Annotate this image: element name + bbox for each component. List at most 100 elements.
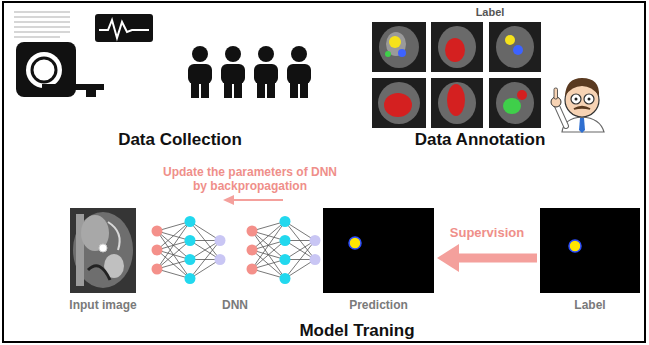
hatch-lines <box>14 12 70 37</box>
input-mri-image <box>81 215 109 251</box>
doctor-cartoon <box>579 118 585 133</box>
mri-scanner-icon <box>16 42 104 97</box>
network-neuron <box>185 216 196 227</box>
network-neuron <box>247 226 258 237</box>
label-mask <box>540 208 640 293</box>
doctor-cartoon <box>557 106 566 126</box>
neural-network-icon <box>152 216 321 284</box>
people-icon <box>290 80 298 98</box>
monitor-icon <box>99 20 149 38</box>
annotated-mri-grid <box>372 78 426 128</box>
network-neuron <box>280 273 291 284</box>
people-icon <box>258 46 274 62</box>
annotated-mri-grid <box>489 22 541 72</box>
hatch-lines <box>14 11 70 13</box>
annotated-mri-grid <box>384 93 412 117</box>
network-neuron <box>310 254 321 265</box>
annotated-mri-grid <box>372 22 426 72</box>
doctor-cartoon <box>565 78 599 96</box>
input-mri-image <box>70 208 136 293</box>
annotated-mri-grid <box>378 82 420 124</box>
annotated-mri-grid <box>489 22 541 72</box>
annotated-mri-grid <box>447 84 465 116</box>
network-neuron <box>247 245 258 256</box>
annotated-mri-grid <box>431 22 483 72</box>
input-mri-image <box>73 212 133 288</box>
annotated-mri-grid <box>372 78 426 128</box>
network-neuron <box>152 245 163 256</box>
arrow-shaft <box>458 254 537 263</box>
network-neuron <box>185 254 196 265</box>
people-icon <box>300 80 308 98</box>
people-icon <box>225 46 241 62</box>
supervision-arrow <box>437 244 537 272</box>
hatch-lines <box>14 31 70 33</box>
doctor-cartoon <box>557 106 566 126</box>
backprop-arrow <box>223 195 283 205</box>
label-mask <box>540 208 640 293</box>
image-area <box>145 208 325 293</box>
backprop-arrow <box>232 199 283 201</box>
input-image-panel: Input image <box>67 208 138 312</box>
panel-caption: Label <box>574 298 605 312</box>
network-link <box>252 241 285 270</box>
annotated-mri-grid <box>379 26 419 68</box>
annotated-mri-grid <box>389 36 401 48</box>
annotated-mri-grid <box>372 22 541 128</box>
monitor-icon <box>95 14 153 42</box>
image-area <box>323 208 434 293</box>
annotated-mri-grid <box>505 35 515 45</box>
image-area <box>540 208 640 293</box>
mri-scanner-icon <box>32 58 56 82</box>
network-neuron <box>280 235 291 246</box>
edge-label: Supervision <box>450 225 524 240</box>
people-icon <box>191 80 199 98</box>
mri-scanner-icon <box>86 88 96 97</box>
label-panel: Label <box>540 208 640 312</box>
annotated-mri-grid <box>496 82 534 124</box>
annotated-mri-grid <box>503 98 521 114</box>
network-neuron <box>280 254 291 265</box>
doctor-cartoon <box>574 107 590 110</box>
annotated-mri-grid <box>431 22 483 72</box>
network-neuron <box>310 235 321 246</box>
doctor-cartoon <box>575 98 578 101</box>
hatch-lines <box>14 26 70 28</box>
annotated-mri-grid <box>513 45 523 55</box>
backprop-arrow <box>223 195 234 205</box>
annotated-mri-grid <box>517 90 527 100</box>
people-icon <box>234 80 242 98</box>
network-neuron <box>152 226 163 237</box>
network-neuron <box>185 235 196 246</box>
doctor-cartoon <box>571 94 581 104</box>
people-icon <box>192 46 208 62</box>
image-area <box>70 208 136 293</box>
input-mri-image <box>88 266 110 280</box>
people-icon <box>291 46 307 62</box>
input-mri-image <box>99 244 107 252</box>
annotated-mri-grid <box>386 32 406 56</box>
prediction-mask <box>349 237 361 249</box>
annotated-mri-grid <box>445 38 465 62</box>
backprop-note: Update the parameters of DNN by backprop… <box>158 165 342 193</box>
network-neuron <box>280 216 291 227</box>
hatch-lines <box>14 16 70 18</box>
doctor-cartoon <box>554 88 558 99</box>
doctor-cartoon <box>551 78 604 133</box>
network-neuron <box>247 264 258 275</box>
people-icon <box>267 80 275 98</box>
mri-scanner-icon <box>26 52 62 88</box>
monitor-icon <box>95 14 153 42</box>
people-icon <box>201 80 209 98</box>
arrow-head <box>437 244 459 272</box>
dnn-panel: DNN <box>145 208 325 312</box>
people-icon <box>188 46 311 98</box>
annotated-mri-grid <box>372 22 426 72</box>
annotated-mri-grid <box>385 51 391 57</box>
panel-caption: Input image <box>69 298 136 312</box>
network-neuron <box>215 254 226 265</box>
annotated-mri-grid <box>431 78 483 128</box>
section-title: Data Collection <box>118 130 242 149</box>
panel-caption: DNN <box>222 298 248 312</box>
